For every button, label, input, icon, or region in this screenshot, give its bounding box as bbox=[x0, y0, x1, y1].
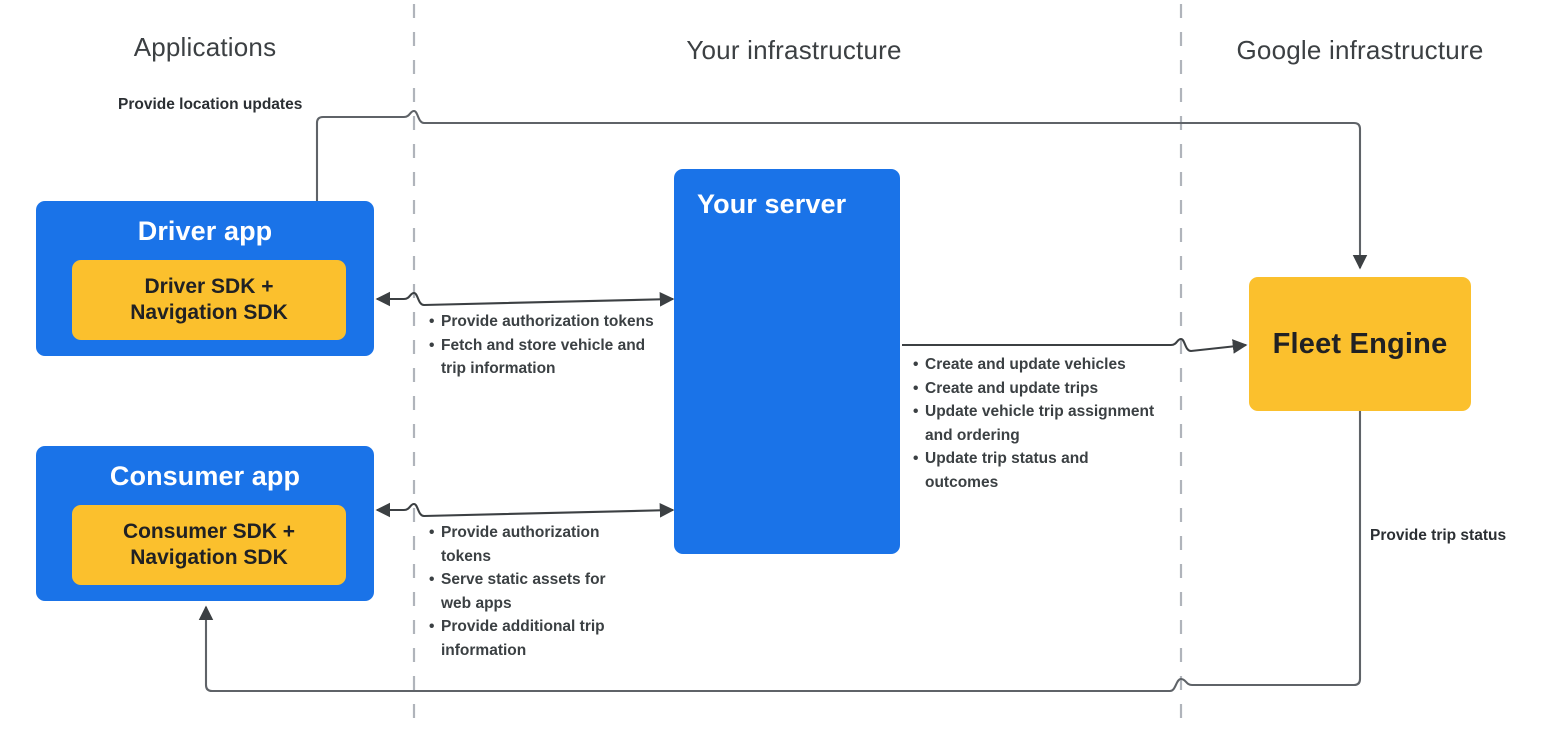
column-heading-applications: Applications bbox=[133, 32, 277, 62]
node-fleet-engine[interactable]: Fleet Engine bbox=[1249, 277, 1471, 411]
list-item: Update vehicle trip assignment and order… bbox=[913, 400, 1163, 447]
wire-consumer-app-server bbox=[375, 502, 675, 518]
column-heading-your-infrastructure: Your infrastructure bbox=[686, 35, 902, 65]
list-item: Create and update vehicles bbox=[913, 353, 1163, 377]
driver-sdk-line-1: Driver SDK + bbox=[144, 274, 274, 298]
consumer-sdk-line-2: Navigation SDK bbox=[130, 546, 288, 569]
list-item: Fetch and store vehicle and trip informa… bbox=[429, 334, 659, 381]
list-item: Provide authorization tokens bbox=[429, 310, 659, 334]
driver-sdk-line-2: Navigation SDK bbox=[130, 301, 288, 324]
node-consumer-sdk[interactable]: Consumer SDK + Navigation SDK bbox=[72, 505, 346, 585]
list-item: Update trip status and outcomes bbox=[913, 447, 1163, 494]
fleet-engine-title: Fleet Engine bbox=[1272, 327, 1448, 360]
list-item: Serve static assets for web apps bbox=[429, 568, 629, 615]
wire-server-fleet-engine bbox=[902, 337, 1248, 354]
bullets-consumer-server: Provide authorization tokens Serve stati… bbox=[429, 521, 629, 662]
label-provide-trip-status: Provide trip status bbox=[1370, 527, 1507, 544]
label-provide-location-updates: Provide location updates bbox=[118, 96, 303, 113]
list-item: Provide additional trip information bbox=[429, 615, 629, 662]
bullets-server-fleet-engine: Create and update vehicles Create and up… bbox=[913, 353, 1163, 494]
your-server-title: Your server bbox=[697, 189, 847, 219]
consumer-app-title: Consumer app bbox=[109, 461, 301, 491]
node-driver-sdk[interactable]: Driver SDK + Navigation SDK bbox=[72, 260, 346, 340]
node-consumer-app[interactable]: Consumer app Consumer SDK + Navigation S… bbox=[36, 446, 374, 601]
consumer-sdk-line-1: Consumer SDK + bbox=[122, 519, 296, 543]
list-item: Provide authorization tokens bbox=[429, 521, 629, 568]
list-item: Create and update trips bbox=[913, 377, 1163, 401]
column-heading-google-infrastructure: Google infrastructure bbox=[1236, 35, 1484, 65]
node-your-server[interactable]: Your server bbox=[674, 169, 900, 554]
bullets-driver-server: Provide authorization tokens Fetch and s… bbox=[429, 310, 659, 381]
wire-driver-app-server bbox=[375, 291, 675, 307]
driver-app-title: Driver app bbox=[137, 216, 273, 246]
node-driver-app[interactable]: Driver app Driver SDK + Navigation SDK bbox=[36, 201, 374, 356]
